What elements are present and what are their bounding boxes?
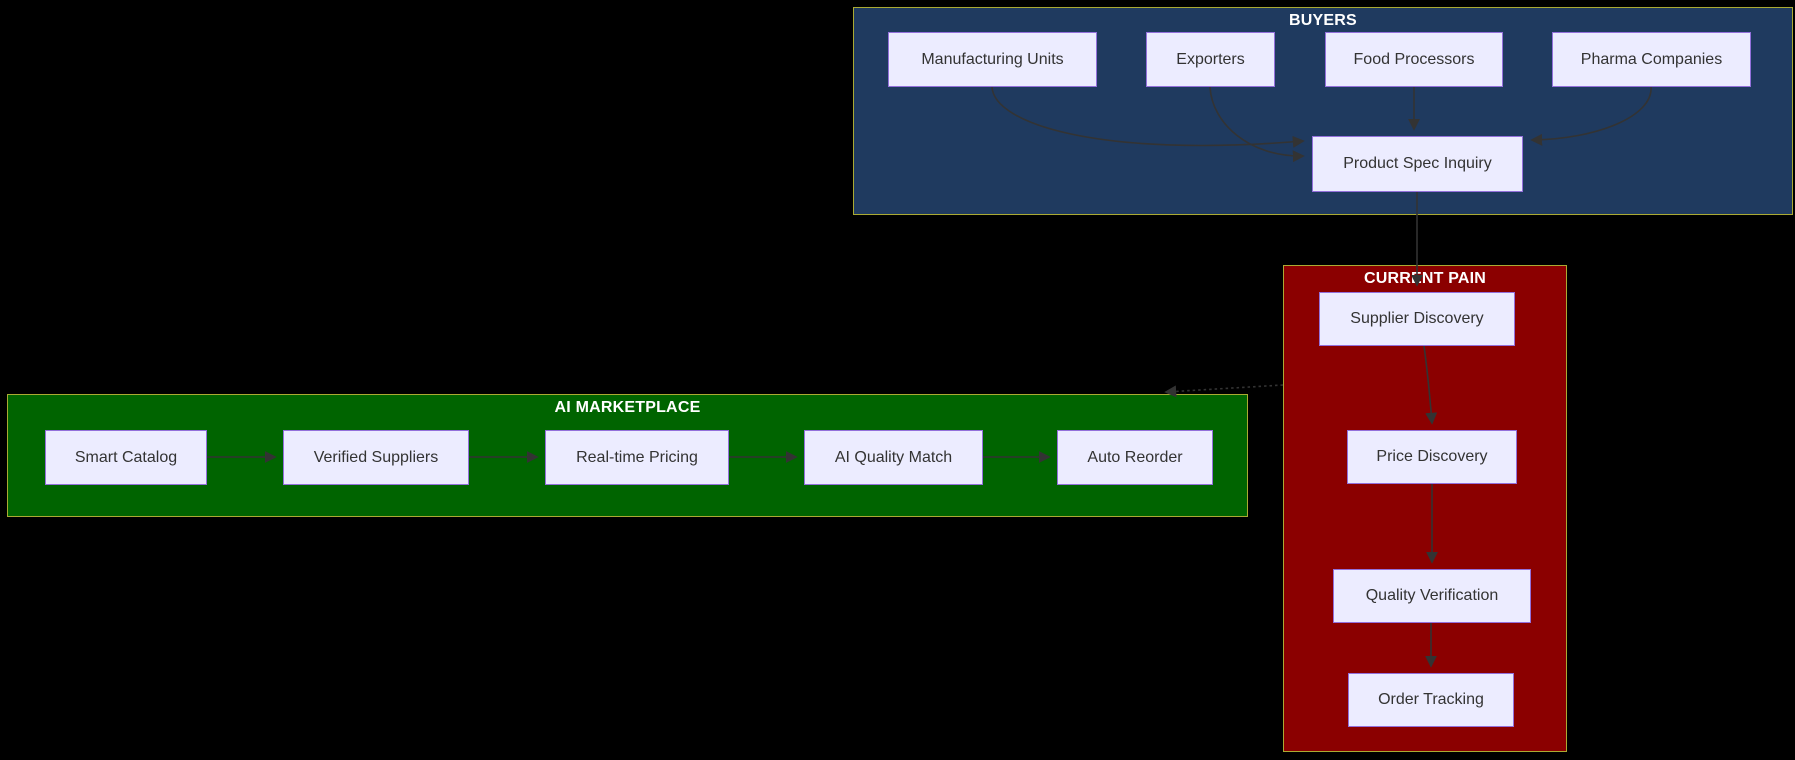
cluster-current-pain-title: CURRENT PAIN	[1363, 270, 1487, 287]
cluster-ai-marketplace-title: AI MARKETPLACE	[554, 399, 701, 416]
node-manufacturing-units: Manufacturing Units	[888, 32, 1097, 87]
node-ai-quality-match: AI Quality Match	[804, 430, 983, 485]
node-exporters: Exporters	[1146, 32, 1275, 87]
node-food-processors: Food Processors	[1325, 32, 1503, 87]
node-order-tracking: Order Tracking	[1348, 673, 1514, 727]
edge-current-pain-to-ai-marketplace	[1164, 384, 1284, 398]
node-quality-verification: Quality Verification	[1333, 569, 1531, 623]
node-smart-catalog: Smart Catalog	[45, 430, 207, 485]
node-auto-reorder: Auto Reorder	[1057, 430, 1213, 485]
node-verified-suppliers: Verified Suppliers	[283, 430, 469, 485]
node-product-spec-inquiry: Product Spec Inquiry	[1312, 136, 1523, 192]
node-pharma-companies: Pharma Companies	[1552, 32, 1751, 87]
cluster-buyers-title: BUYERS	[1289, 12, 1357, 29]
node-supplier-discovery: Supplier Discovery	[1319, 292, 1515, 346]
node-price-discovery: Price Discovery	[1347, 430, 1517, 484]
node-real-time-pricing: Real-time Pricing	[545, 430, 729, 485]
